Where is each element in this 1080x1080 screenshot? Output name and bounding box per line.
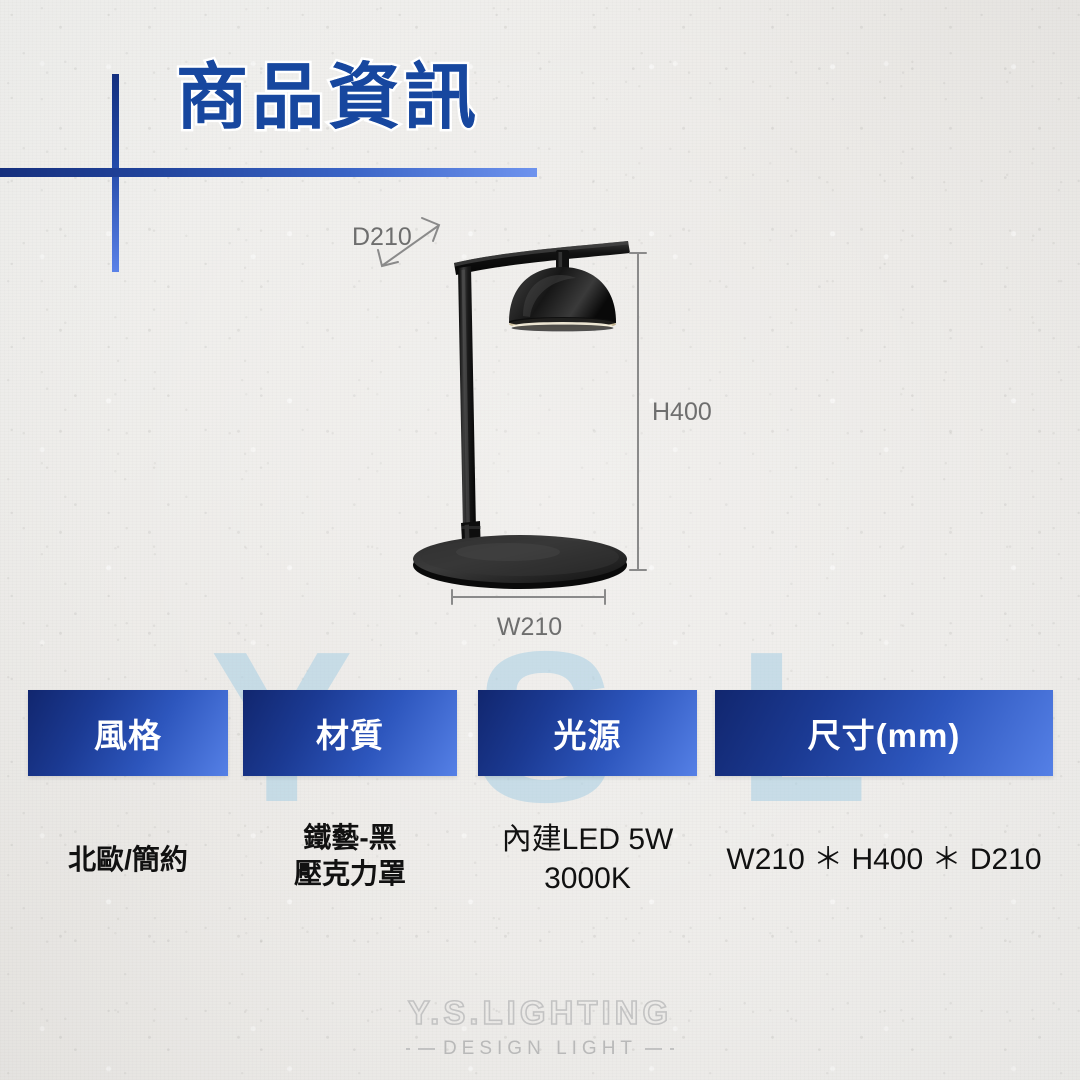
spec-value-dimensions: W210 ＊ H400 ＊ D210 — [726, 843, 1042, 876]
brand-dash-right-outer — [670, 1048, 675, 1051]
lamp-arm — [454, 241, 630, 275]
spec-header-dimensions: 尺寸(mm) — [715, 690, 1053, 776]
footer-brand: Y.S.LIGHTING DESIGN LIGHT — [0, 993, 1080, 1060]
spec-header-material-label: 材質 — [316, 717, 384, 754]
brand-name: Y.S.LIGHTING — [407, 993, 673, 1031]
spec-header-style: 風格 — [28, 690, 228, 776]
spec-value-light-source: 內建LED 5W 3000K — [501, 823, 674, 895]
dimension-line-width — [451, 589, 606, 605]
lamp-base — [413, 535, 627, 589]
page-title-outline: 商品資訊 — [173, 58, 481, 138]
spec-header-style-label: 風格 — [94, 717, 162, 754]
lamp-shade — [509, 267, 616, 332]
dimension-label-height: H400 — [652, 398, 712, 426]
dimension-line-depth — [377, 217, 441, 268]
product-illustration-desk-lamp — [377, 217, 647, 605]
dimension-label-width: W210 — [496, 613, 563, 641]
spec-value-style: 北歐/簡約 — [68, 844, 188, 875]
decorative-cross-horizontal-bar — [0, 168, 537, 177]
dimension-label-depth: D210 — [352, 223, 412, 251]
lamp-post — [458, 266, 481, 560]
spec-header-material: 材質 — [243, 690, 457, 776]
brand-dash-left-outer — [405, 1048, 410, 1051]
spec-table-value-row: 北歐/簡約 鐵藝-黑 壓克力罩 內建LED 5W 3000K W210 ＊ H4… — [0, 820, 1080, 930]
spec-header-light-source-label: 光源 — [553, 717, 622, 754]
brand-tagline: DESIGN LIGHT — [442, 1038, 638, 1060]
brand-tagline-row: DESIGN LIGHT — [0, 1038, 1080, 1060]
spec-header-dimensions-label: 尺寸(mm) — [807, 717, 961, 754]
brand-dash-left-inner — [417, 1048, 435, 1051]
dimension-line-height — [629, 252, 647, 571]
brand-dash-right-inner — [645, 1048, 663, 1051]
spec-header-light-source: 光源 — [478, 690, 697, 776]
spec-table-header-row: 風格 材質 光源 尺寸(mm) — [0, 690, 1080, 776]
spec-value-material: 鐵藝-黑 壓克力罩 — [293, 822, 406, 890]
